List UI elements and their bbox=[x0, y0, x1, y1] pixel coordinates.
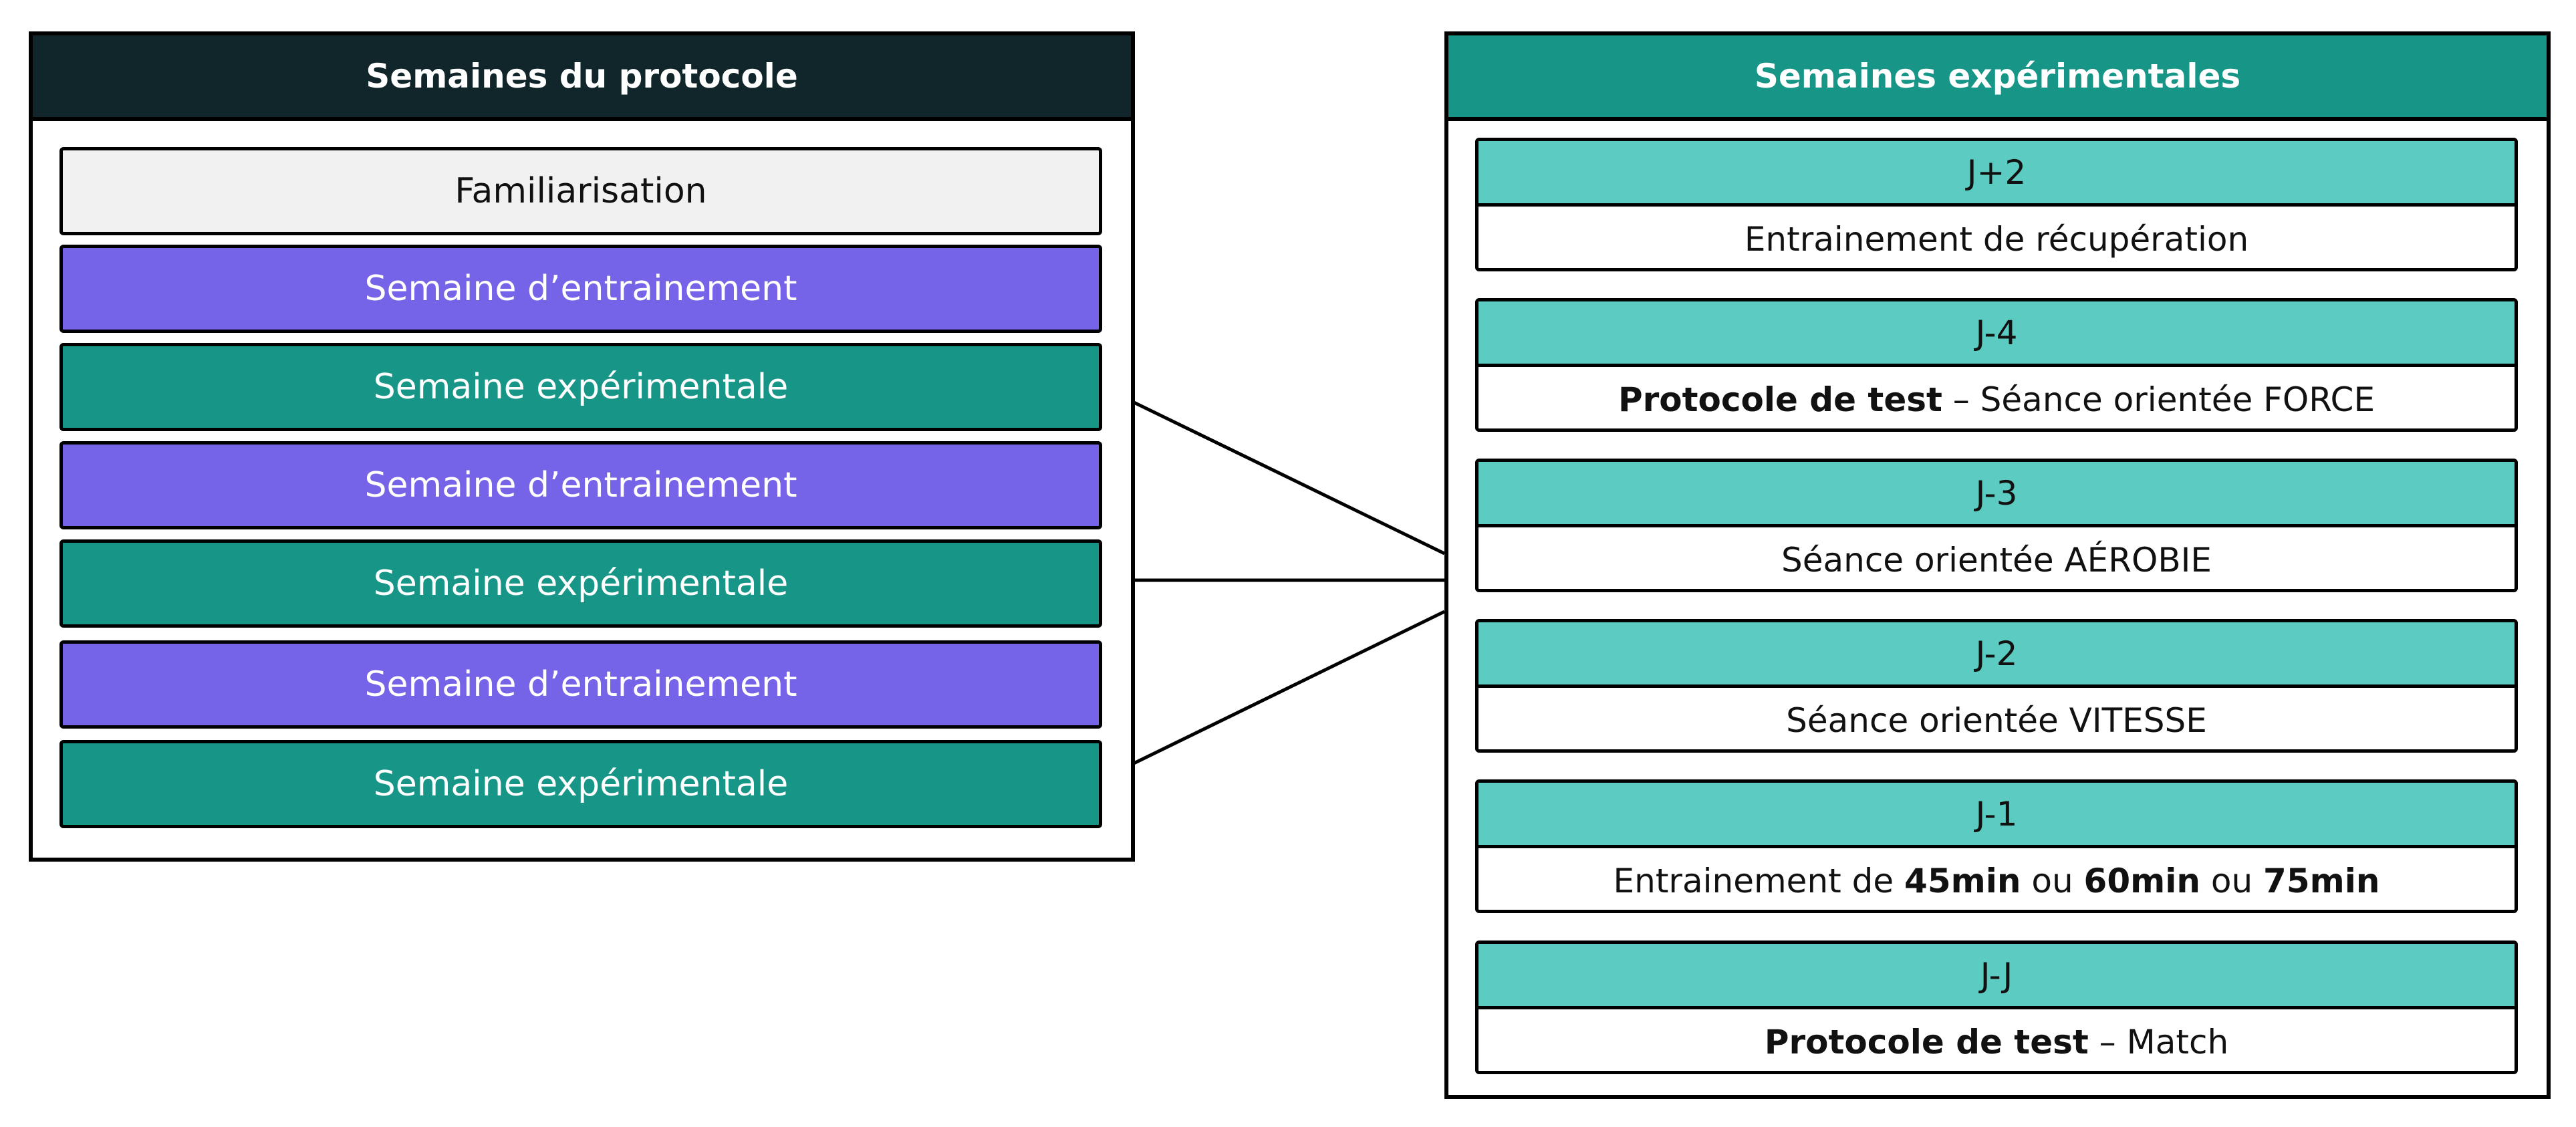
protocol-weeks-title: Semaines du protocole bbox=[29, 31, 1135, 121]
experimental-week-3: Semaine expérimentale bbox=[59, 740, 1102, 828]
day-description: Séance orientée AÉROBIE bbox=[1781, 540, 2212, 580]
training-week-2: Semaine d’entrainement bbox=[59, 441, 1102, 529]
protocol-weeks-panel: Semaines du protocole Familiarisation Se… bbox=[29, 31, 1135, 862]
day-label: J-2 bbox=[1478, 622, 2515, 688]
duration-60: 60min bbox=[2083, 861, 2200, 900]
experimental-week-1: Semaine expérimentale bbox=[59, 343, 1102, 431]
familiarisation-week: Familiarisation bbox=[59, 147, 1102, 235]
day-group-j-minus-1: J-1 Entrainement de 45min ou 60min ou 75… bbox=[1475, 779, 2518, 913]
day-description: Protocole de test – Séance orientée FORC… bbox=[1618, 380, 2375, 419]
training-week-3: Semaine d’entrainement bbox=[59, 640, 1102, 729]
connector-line-week-1 bbox=[1097, 383, 1446, 555]
day-label: J-J bbox=[1478, 944, 2515, 1009]
experimental-weeks-panel: Semaines expérimentales J+2 Entrainement… bbox=[1444, 31, 2551, 1099]
day-description: Séance orientée VITESSE bbox=[1786, 701, 2207, 740]
day-group-j-plus-2: J+2 Entrainement de récupération bbox=[1475, 138, 2518, 271]
day-group-j-j: J-J Protocole de test – Match bbox=[1475, 941, 2518, 1074]
day-label: J-3 bbox=[1478, 462, 2515, 527]
day-description-bold: Protocole de test bbox=[1618, 380, 1942, 419]
day-label: J-4 bbox=[1478, 301, 2515, 367]
duration-45: 45min bbox=[1904, 861, 2021, 900]
day-description-bold: Protocole de test bbox=[1764, 1022, 2089, 1061]
experimental-weeks-title: Semaines expérimentales bbox=[1444, 31, 2551, 121]
experimental-week-2: Semaine expérimentale bbox=[59, 539, 1102, 628]
day-description: Protocole de test – Match bbox=[1764, 1022, 2229, 1061]
connector-line-week-3 bbox=[1097, 610, 1446, 783]
day-description: Entrainement de 45min ou 60min ou 75min bbox=[1613, 861, 2380, 900]
day-description: Entrainement de récupération bbox=[1744, 219, 2249, 259]
day-group-j-minus-3: J-3 Séance orientée AÉROBIE bbox=[1475, 459, 2518, 592]
day-group-j-minus-4: J-4 Protocole de test – Séance orientée … bbox=[1475, 298, 2518, 432]
day-label: J+2 bbox=[1478, 141, 2515, 207]
day-label: J-1 bbox=[1478, 783, 2515, 848]
training-week-1: Semaine d’entrainement bbox=[59, 245, 1102, 333]
day-group-j-minus-2: J-2 Séance orientée VITESSE bbox=[1475, 619, 2518, 753]
duration-75: 75min bbox=[2263, 861, 2380, 900]
